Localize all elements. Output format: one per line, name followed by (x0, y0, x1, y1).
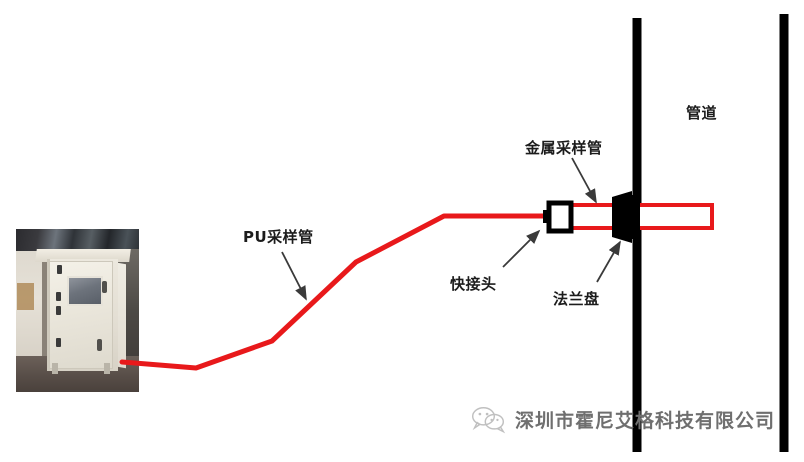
photo-wall-tag (17, 283, 34, 310)
label-quick-connector: 快接头 (450, 275, 497, 293)
cabinet-hinge-top (57, 265, 62, 274)
cabinet-leg-left (52, 363, 58, 374)
label-pu-tube: PU采样管 (243, 228, 314, 246)
leader-arrow-metal-tube (571, 157, 597, 204)
flange-wall-plate (628, 195, 640, 239)
flange-block (612, 191, 632, 243)
watermark: 深圳市霍尼艾格科技有限公司 (470, 404, 775, 434)
photo-background-left-panel (16, 251, 42, 369)
wechat-logo (471, 407, 506, 434)
cabinet-door-handle (102, 281, 107, 293)
cabinet-hinge-lower (56, 306, 61, 315)
label-pipeline: 管道 (686, 104, 718, 122)
cabinet-leg-right (104, 363, 110, 374)
leader-arrow-flange (596, 240, 621, 283)
leader-arrow-quick-connector (502, 229, 541, 268)
cabinet-hinge-bottom (56, 338, 61, 347)
cabinet-hinge-middle (56, 292, 61, 301)
pu-sampling-tube (119, 213, 551, 371)
label-metal-tube: 金属采样管 (525, 139, 603, 157)
leader-arrow-pu-tube (281, 251, 307, 301)
cabinet-door-latch (97, 339, 102, 351)
quick-connector-collar (543, 210, 551, 223)
watermark-company-name: 深圳市霍尼艾格科技有限公司 (515, 409, 776, 432)
label-flange: 法兰盘 (553, 290, 600, 308)
analyzer-cabinet-photo (16, 229, 139, 392)
quick-connector-block (546, 200, 574, 234)
